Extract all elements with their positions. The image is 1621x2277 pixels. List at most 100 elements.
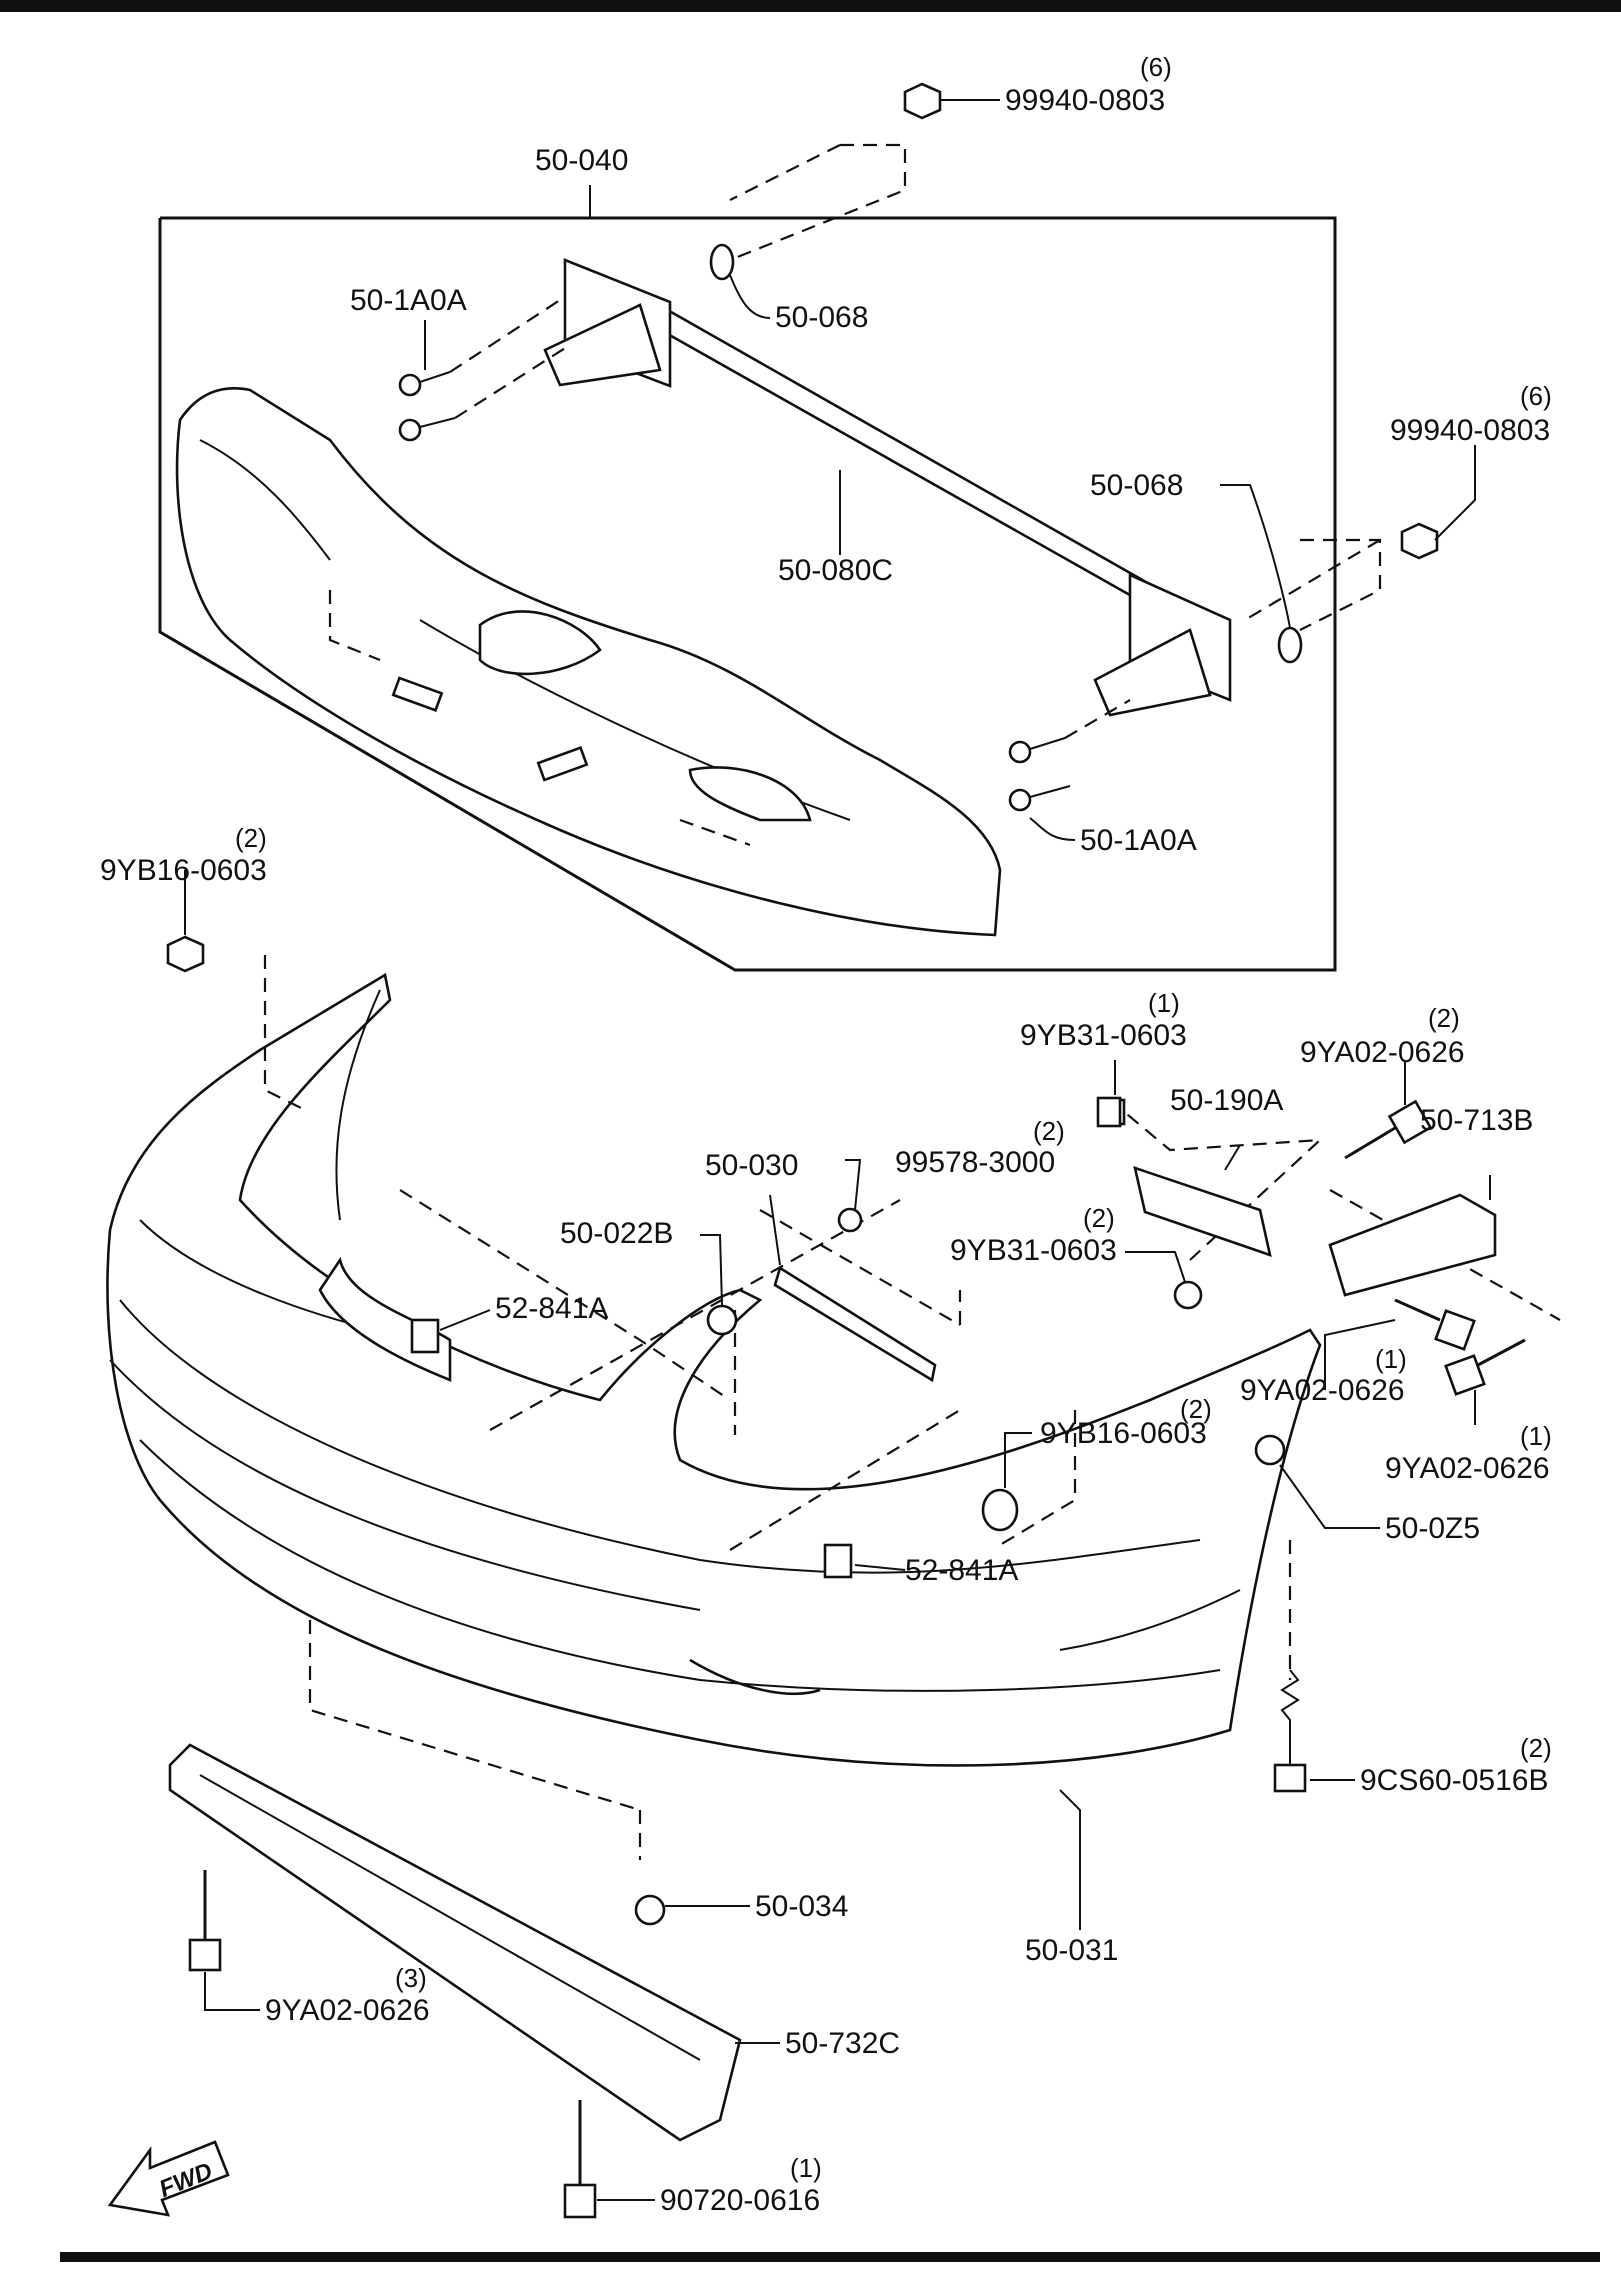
qty-text: (2)	[1428, 1003, 1460, 1033]
stay-50-030	[773, 1265, 937, 1383]
part-number-text: 52-841A	[905, 1554, 1018, 1587]
part-number-text: 9YA02-0626	[1300, 1036, 1465, 1069]
reinforcement-beam	[543, 258, 1232, 717]
part-label-p7: 50-080C	[778, 554, 893, 587]
bolt-90720-0616	[563, 2100, 597, 2219]
nut-9YB31-0603-b	[1173, 1280, 1203, 1310]
part-label-p22: 52-841A	[905, 1554, 1018, 1587]
nut-9YB16-0603-left	[166, 935, 205, 973]
part-label-p16: 50-022B	[560, 1217, 673, 1250]
part-label-p9: (2) 9YB16-0603	[100, 823, 267, 887]
part-number-text: 9YB31-0603	[950, 1234, 1117, 1267]
bolt-9YA02-upper	[1344, 1099, 1433, 1160]
qty-text: (2)	[1083, 1203, 1115, 1233]
part-label-p15: (2) 99578-3000	[895, 1116, 1065, 1179]
part-label-p11: (2) 9YA02-0626	[1300, 1003, 1465, 1069]
part-number-text: 50-022B	[560, 1217, 673, 1250]
part-label-p24: (2) 9CS60-0516B	[1360, 1733, 1552, 1797]
qty-text: (1)	[1375, 1344, 1407, 1374]
nut-9YB31-0603-a	[1096, 1096, 1122, 1128]
energy-absorber-foam	[175, 387, 1002, 937]
top-border-bar	[0, 0, 1621, 12]
lower-under-cover	[168, 1743, 742, 2142]
part-label-p8: 50-1A0A	[1080, 824, 1197, 857]
nut-9YB16-0603-mid	[981, 1488, 1019, 1532]
clip-50-0Z5	[1254, 1434, 1286, 1466]
part-number-text: 99940-0803	[1390, 414, 1550, 447]
forward-direction-arrow: FWD	[107, 2140, 230, 2217]
part-label-p5: (6) 99940-0803	[1390, 381, 1552, 447]
part-number-text: 9YA02-0626	[1240, 1374, 1405, 1407]
part-label-p18: 52-841A	[495, 1292, 608, 1325]
qty-text: (2)	[1180, 1394, 1212, 1424]
bolt-pair-upper-left	[398, 299, 571, 442]
part-label-p6: 50-068	[1090, 469, 1183, 502]
part-number-text: 50-031	[1025, 1934, 1118, 1967]
part-number-text: 9YB16-0603	[100, 854, 267, 887]
part-number-text: 50-0Z5	[1385, 1512, 1480, 1545]
part-label-p12: 50-190A	[1170, 1084, 1283, 1117]
part-number-text: 50-030	[705, 1149, 798, 1182]
part-number-text: 9YA02-0626	[265, 1994, 430, 2027]
leader-lines	[184, 99, 1491, 2201]
part-number-text: 50-732C	[785, 2027, 900, 2060]
washer-upper	[709, 243, 735, 281]
bumper-fascia	[106, 972, 1322, 1767]
bottom-border-bar	[60, 2252, 1600, 2262]
part-number-text: 50-713B	[1420, 1104, 1533, 1137]
part-number-text: 50-1A0A	[350, 284, 467, 317]
part-label-p17: (2) 9YB31-0603	[950, 1203, 1117, 1267]
part-number-text: 99940-0803	[1005, 84, 1165, 117]
part-number-text: 50-034	[755, 1890, 848, 1923]
part-label-p26: 50-031	[1025, 1934, 1118, 1967]
nut-right	[1400, 522, 1439, 560]
bracket-50-190A	[1106, 1098, 1272, 1257]
part-label-p2: 50-040	[535, 144, 628, 177]
qty-text: (1)	[1520, 1421, 1552, 1451]
bolt-pair-lower-right	[1008, 699, 1131, 812]
part-number-text: 9YB16-0603	[1040, 1417, 1207, 1450]
part-number-text: 50-068	[1090, 469, 1183, 502]
part-number-text: 50-190A	[1170, 1084, 1283, 1117]
part-label-p23: 50-0Z5	[1385, 1512, 1480, 1545]
part-label-p14: 50-030	[705, 1149, 798, 1182]
part-number-text: 50-1A0A	[1080, 824, 1197, 857]
retainer-99578-3000	[837, 1207, 863, 1233]
qty-text: (6)	[1140, 52, 1172, 82]
part-number-text: 50-080C	[778, 554, 893, 587]
screw-9CS60-0516B	[1273, 1669, 1307, 1793]
part-number-text: 9YA02-0626	[1385, 1452, 1550, 1485]
part-label-p13: 50-713B	[1420, 1104, 1533, 1137]
qty-text: (2)	[1520, 1733, 1552, 1763]
part-number-text: 9YB31-0603	[1020, 1019, 1187, 1052]
qty-text: (1)	[1148, 988, 1180, 1018]
qty-text: (2)	[235, 823, 267, 853]
part-label-p29: (1) 90720-0616	[660, 2153, 822, 2217]
part-number-text: 52-841A	[495, 1292, 608, 1325]
part-number-text: 50-040	[535, 144, 628, 177]
qty-text: (3)	[395, 1963, 427, 1993]
qty-text: (2)	[1033, 1116, 1065, 1146]
part-number-text: 90720-0616	[660, 2184, 820, 2217]
part-number-text: 9CS60-0516B	[1360, 1764, 1548, 1797]
nut-top	[903, 82, 942, 120]
part-label-p25: 50-034	[755, 1890, 848, 1923]
bolt-9YA02-lower	[188, 1870, 222, 1972]
clip-52-841A-lower	[823, 1543, 853, 1579]
part-label-p19: (1) 9YA02-0626	[1240, 1344, 1407, 1407]
clip-52-841A-upper	[410, 1318, 440, 1354]
clip-50-034	[634, 1894, 666, 1926]
reinforcement-assembly-frame	[158, 216, 1337, 972]
part-number-text: 50-068	[775, 301, 868, 334]
part-label-p3: 50-1A0A	[350, 284, 467, 317]
part-label-p4: 50-068	[775, 301, 868, 334]
part-number-text: 99578-3000	[895, 1146, 1055, 1179]
bolt-9YA02-right	[1444, 1338, 1526, 1396]
part-label-p27: (3) 9YA02-0626	[265, 1963, 430, 2027]
bracket-50-713B	[1328, 1193, 1497, 1297]
qty-text: (6)	[1520, 381, 1552, 411]
part-label-p10: (1) 9YB31-0603	[1020, 988, 1187, 1052]
part-label-p20: (2) 9YB16-0603	[1040, 1394, 1212, 1450]
qty-text: (1)	[790, 2153, 822, 2183]
